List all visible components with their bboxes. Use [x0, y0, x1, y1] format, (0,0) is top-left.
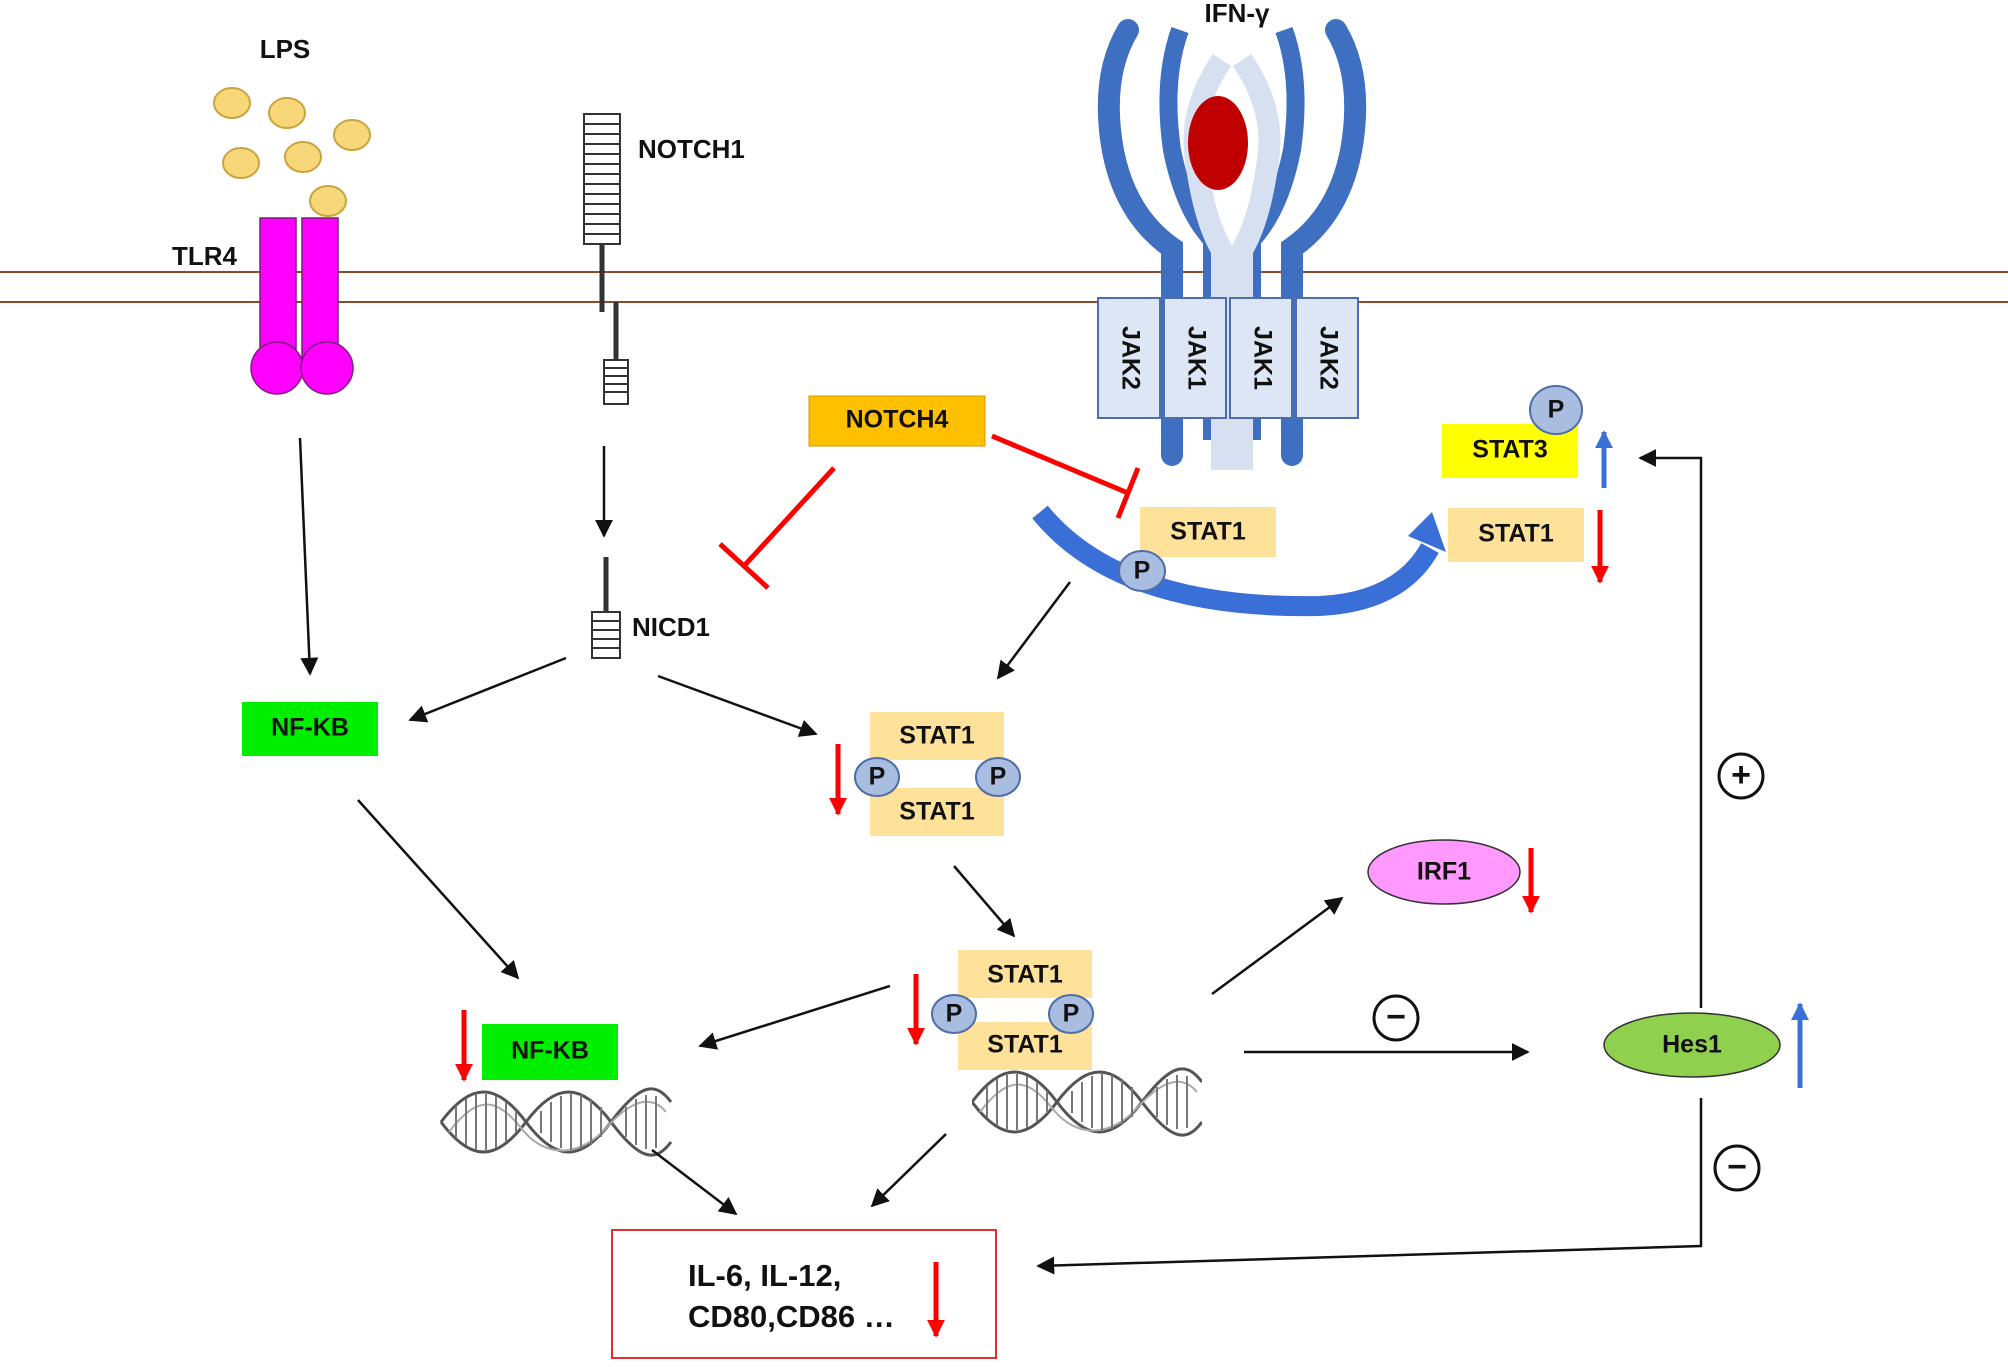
nicd1-to-stat1-dimer-arrow	[657, 674, 818, 737]
phospho-receptor	[1118, 550, 1166, 592]
stat1-to-irf1-arrow	[1211, 896, 1344, 996]
cell-membrane	[0, 271, 2008, 303]
output-line1: IL-6, IL-12,	[688, 1258, 841, 1293]
hes1-to-output-arrow	[1036, 1098, 1703, 1275]
notch1-label: NOTCH1	[638, 134, 745, 164]
minus-hes1-symbol: −	[1386, 998, 1406, 1036]
hes1-ellipse	[1603, 1012, 1781, 1078]
stat1-dimer-dna-a-label: STAT1	[987, 961, 1063, 989]
lps-label: LPS	[260, 34, 311, 64]
notch4-label: NOTCH4	[846, 406, 949, 434]
stat1-dimer-top-b-label: STAT1	[899, 798, 975, 826]
pathway-arrows	[298, 437, 1703, 1275]
dimer-to-nucleus-arrow	[953, 865, 1016, 938]
phospho-dimer-top-left-label: P	[869, 763, 886, 791]
lps-particles	[213, 87, 371, 217]
tlr4-to-nfkb-arrow	[298, 437, 319, 676]
jak2-left-box	[1097, 297, 1161, 419]
stat1-dimer-cytoplasm: STAT1 STAT1 P P	[854, 712, 1021, 836]
notch4-box	[808, 395, 986, 447]
plus-feedback-symbol: +	[1731, 756, 1751, 794]
stat1-receptor-box	[1140, 507, 1276, 557]
jak2-right-label: JAK2	[1314, 326, 1342, 390]
irf1-label: IRF1	[1417, 858, 1471, 886]
jak1-right-label: JAK1	[1248, 326, 1276, 390]
jak2-left-label: JAK2	[1116, 326, 1144, 390]
stat1-dimer-top-a-label: STAT1	[899, 722, 975, 750]
hes1-label: Hes1	[1662, 1031, 1722, 1059]
irf1-ellipse	[1367, 839, 1521, 905]
phospho-receptor-label: P	[1134, 557, 1151, 585]
jak-kinases: JAK2 JAK1 JAK1 JAK2	[1097, 297, 1359, 419]
output-line2: CD80,CD86 …	[688, 1299, 895, 1334]
stat1-to-dimer-arrow	[996, 581, 1071, 680]
jak1-left-box	[1163, 297, 1227, 419]
nfkb-to-output-arrow	[651, 1149, 738, 1216]
tlr4-receptor	[250, 217, 354, 395]
dna-right	[972, 1067, 1202, 1137]
circled-symbols: − + −	[1372, 752, 1765, 1192]
phospho-dimer-dna-left-label: P	[946, 1000, 963, 1028]
nfkb-to-nucleus-arrow	[357, 799, 520, 980]
dna-left	[440, 1087, 672, 1157]
phospho-dimer-dna-right-label: P	[1063, 1000, 1080, 1028]
stat1-right-box	[1448, 508, 1584, 562]
minus-feedback-symbol: −	[1727, 1148, 1747, 1186]
nfkb-top-box	[242, 702, 378, 756]
notch4-inhibits-stat1	[991, 433, 1141, 519]
curved-blue-arrow	[1032, 505, 1446, 617]
stat1-dimer-dna-b-label: STAT1	[987, 1031, 1063, 1059]
stat3-label: STAT3	[1472, 436, 1547, 464]
nicd1-to-nfkb-arrow	[408, 656, 567, 723]
stat1-receptor-label: STAT1	[1170, 518, 1246, 546]
phospho-stat3	[1529, 385, 1583, 435]
stat1-right-label: STAT1	[1478, 520, 1554, 548]
phospho-stat3-label: P	[1548, 396, 1565, 424]
hes1-to-stat3-arrow	[1638, 449, 1703, 1008]
stat1-to-nfkb-arrow	[698, 984, 891, 1050]
nfkb-bottom-label: NF-KB	[511, 1037, 589, 1065]
ifng-receptor	[1097, 19, 1367, 470]
jak2-right-box	[1295, 297, 1359, 419]
nicd1-fragment	[591, 557, 621, 659]
nfkb-bottom-box	[482, 1024, 618, 1080]
stat1-dimer-nucleus: STAT1 STAT1 P P	[931, 950, 1094, 1070]
stat1-to-output-arrow	[870, 1133, 947, 1208]
jak1-left-label: JAK1	[1182, 326, 1210, 390]
jak1-right-box	[1229, 297, 1293, 419]
nfkb-top-label: NF-KB	[271, 714, 349, 742]
phospho-dimer-top-right-label: P	[990, 763, 1007, 791]
nicd1-label: NICD1	[632, 612, 710, 642]
notch1-receptor	[583, 113, 629, 405]
notch4-inhibits-nicd1	[718, 466, 836, 590]
ifng-label: IFN-γ	[1205, 0, 1271, 28]
tlr4-label: TLR4	[172, 241, 238, 271]
